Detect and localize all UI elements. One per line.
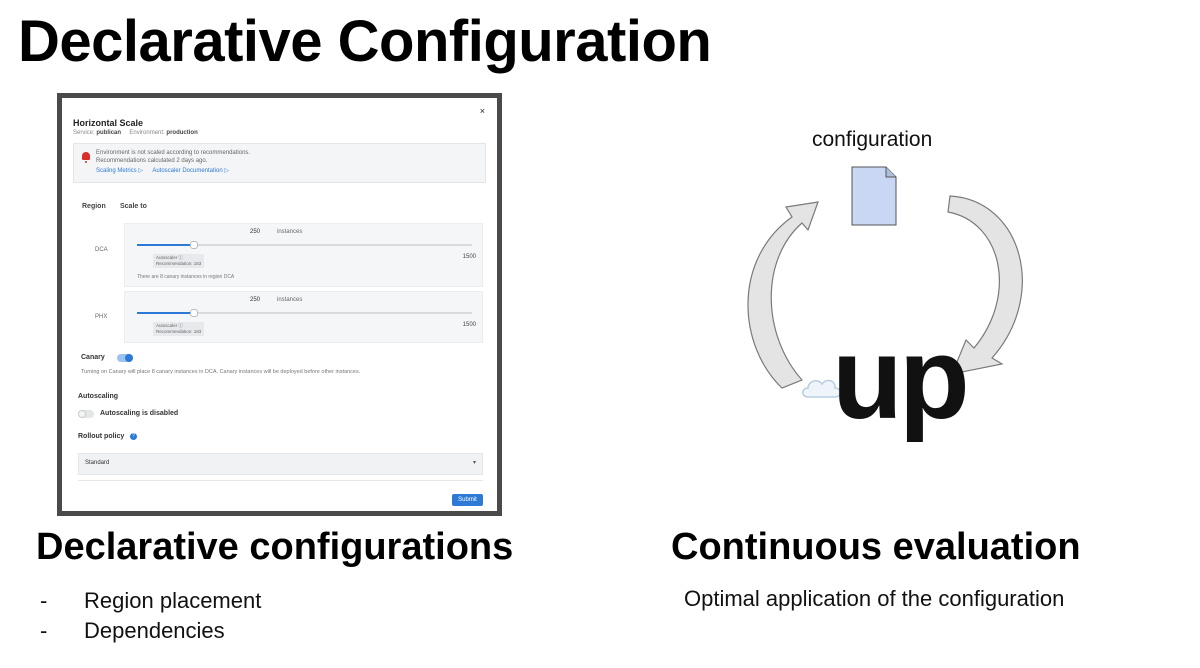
cloud-icon — [802, 379, 841, 398]
canary-count-note: There are 8 canary instances in region D… — [137, 274, 235, 280]
scale-column-header: Scale to — [120, 203, 147, 210]
recommendation-alert: Environment is not scaled according to r… — [73, 143, 486, 183]
canary-toggle-knob — [125, 354, 133, 362]
slider-thumb-dca[interactable] — [189, 241, 198, 249]
left-heading: Declarative configurations — [36, 526, 514, 568]
autoscaler-recommendation-dca: Autoscaler ⓘ Recommendation: 183 — [153, 254, 205, 268]
instances-unit-phx: instances — [277, 297, 303, 303]
region-row-dca: 250 instances 1500 Autoscaler ⓘ Recommen… — [124, 223, 483, 287]
rec-title-phx: Autoscaler ⓘ — [156, 323, 184, 328]
bullet-marker: - — [40, 618, 48, 643]
autoscaler-recommendation-phx: Autoscaler ⓘ Recommendation: 183 — [153, 322, 205, 336]
canary-label: Canary — [81, 354, 105, 361]
chevron-down-icon: ▾ — [472, 460, 476, 466]
slider-thumb-phx[interactable] — [189, 309, 198, 317]
close-icon[interactable]: × — [479, 106, 485, 116]
region-column-header: Region — [82, 203, 106, 210]
document-icon — [851, 166, 897, 226]
cycle-arrows — [747, 195, 1023, 389]
right-heading: Continuous evaluation — [671, 526, 1081, 568]
evaluation-diagram: configuration up — [730, 110, 1050, 460]
alert-line-1: Environment is not scaled according to r… — [96, 150, 251, 156]
bullet-item: - Dependencies — [40, 616, 261, 646]
autoscaling-label: Autoscaling — [78, 393, 119, 400]
autoscaling-toggle[interactable] — [78, 410, 94, 418]
region-row-phx: 250 instances 1500 Autoscaler ⓘ Recommen… — [124, 291, 483, 343]
horizontal-scale-dialog: × Horizontal Scale Service: publican Env… — [62, 98, 497, 511]
canary-toggle[interactable] — [117, 354, 133, 362]
bullet-list: - Region placement - Dependencies — [40, 586, 261, 646]
canary-description: Turning on Canary will place 8 canary in… — [81, 369, 361, 375]
bullet-item: - Region placement — [40, 586, 261, 616]
slider-fill-dca — [137, 244, 193, 246]
alert-line-2: Recommendations calculated 2 days ago. — [96, 158, 208, 164]
rollout-policy-select[interactable]: Standard ▾ — [78, 453, 483, 475]
screenshot-frame: × Horizontal Scale Service: publican Env… — [57, 93, 502, 516]
scale-slider-dca[interactable] — [137, 241, 472, 249]
dialog-meta: Service: publican Environment: productio… — [73, 130, 198, 136]
slider-fill-phx — [137, 312, 193, 314]
rollout-policy-label: Rollout policy — [78, 433, 125, 440]
region-label-dca: DCA — [95, 247, 108, 253]
left-cycle-arrow-icon — [747, 201, 819, 389]
slide-title: Declarative Configuration — [18, 9, 712, 74]
right-cycle-arrow-icon — [947, 195, 1023, 375]
region-label-phx: PHX — [95, 314, 108, 320]
submit-button[interactable]: Submit — [452, 494, 483, 506]
rec-title-dca: Autoscaler ⓘ — [156, 255, 184, 260]
max-value-phx: 1500 — [462, 322, 476, 328]
bell-icon — [82, 152, 90, 163]
rec-value-phx: Recommendation: 183 — [156, 329, 202, 334]
right-subtitle: Optimal application of the configuration — [684, 586, 1065, 611]
bullet-text: Dependencies — [84, 618, 225, 643]
bullet-text: Region placement — [84, 588, 262, 613]
autoscaling-toggle-knob — [78, 410, 86, 418]
service-label: Service: — [73, 130, 95, 136]
environment-label: Environment: — [129, 130, 165, 136]
configuration-label: configuration — [812, 128, 933, 151]
instances-input-dca[interactable]: 250 — [249, 229, 260, 235]
up-logo: up — [832, 313, 970, 443]
environment-value: production — [166, 130, 198, 136]
scale-slider-phx[interactable] — [137, 309, 472, 317]
bullet-marker: - — [40, 588, 48, 613]
instances-unit-dca: instances — [277, 229, 303, 235]
rec-value-dca: Recommendation: 183 — [156, 261, 202, 266]
autoscaler-docs-link[interactable]: Autoscaler Documentation ▷ — [152, 168, 229, 174]
footer-divider — [78, 480, 483, 481]
service-value: publican — [96, 130, 122, 136]
autoscaling-state: Autoscaling is disabled — [100, 410, 179, 417]
dialog-title: Horizontal Scale — [73, 118, 144, 128]
rollout-policy-value: Standard — [85, 460, 110, 466]
help-icon[interactable]: ? — [130, 433, 137, 440]
alert-links: Scaling Metrics ▷ Autoscaler Documentati… — [96, 167, 237, 174]
instances-input-phx[interactable]: 250 — [249, 297, 260, 303]
max-value-dca: 1500 — [462, 254, 476, 260]
scaling-metrics-link[interactable]: Scaling Metrics ▷ — [96, 168, 143, 174]
